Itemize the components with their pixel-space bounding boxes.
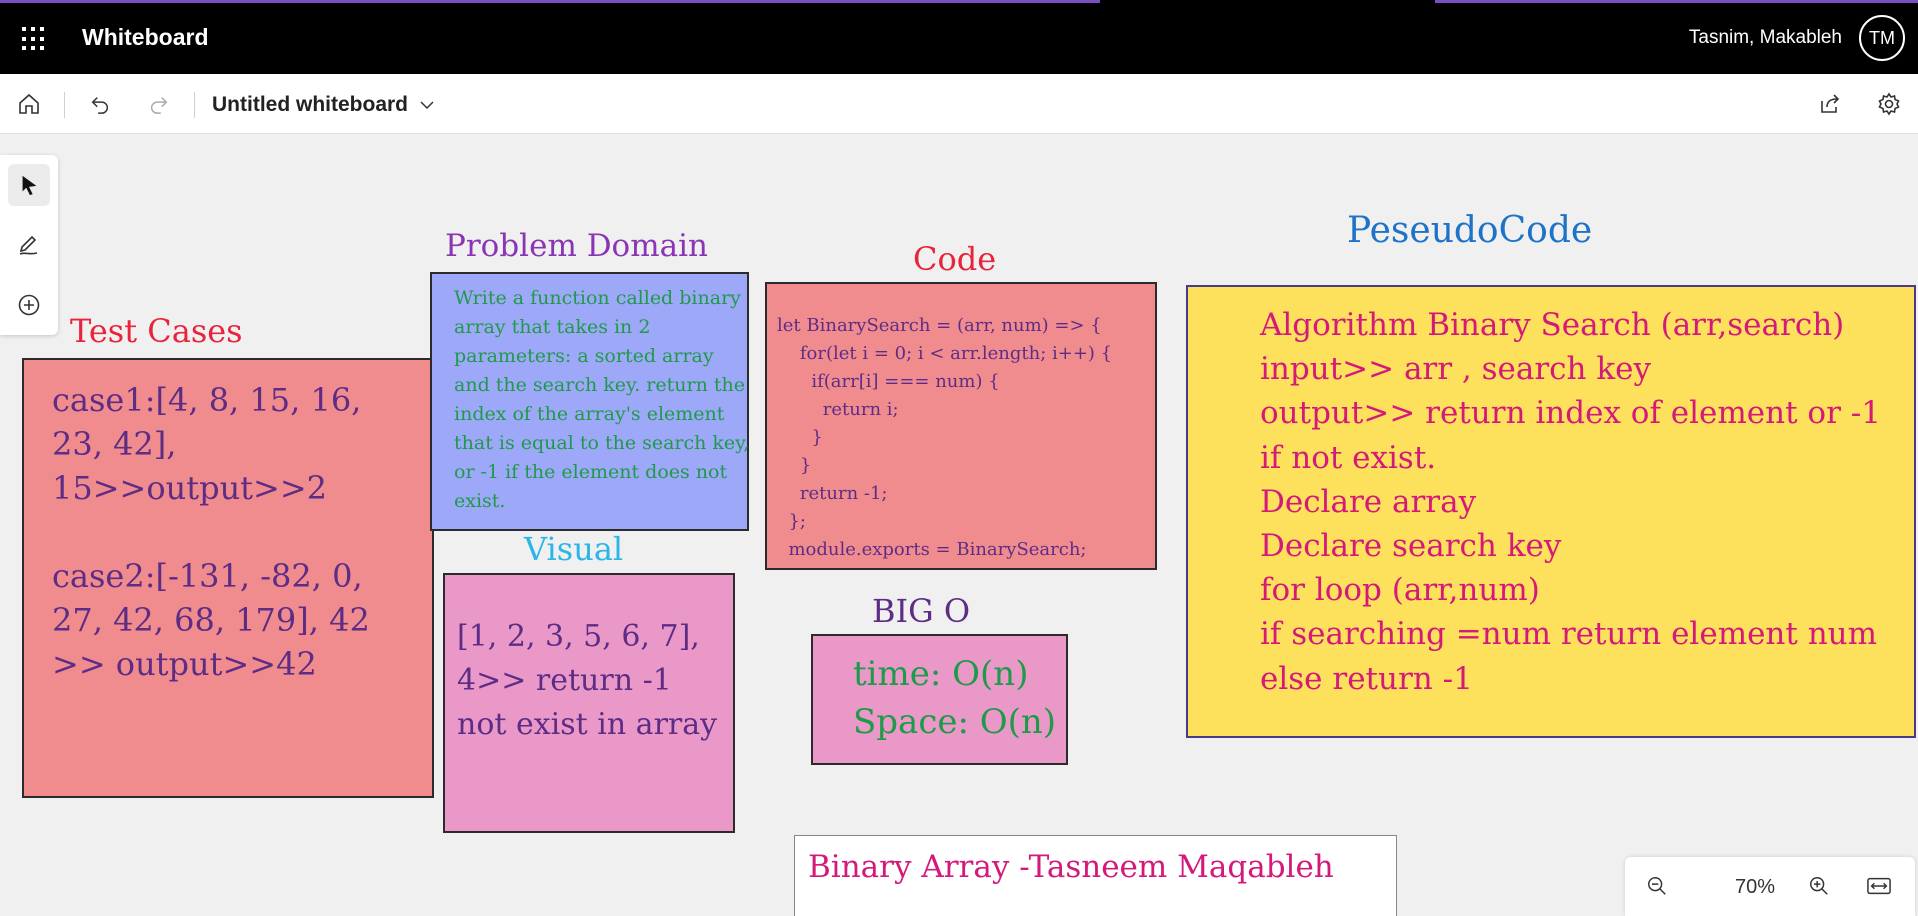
add-icon[interactable] — [8, 284, 50, 326]
pointer-icon[interactable] — [8, 164, 50, 206]
footer-text: Binary Array -Tasneem Maqableh — [808, 849, 1334, 885]
problem-domain-note[interactable]: Write a function called binary array tha… — [430, 272, 749, 531]
test-cases-note[interactable]: case1:[4, 8, 15, 16, 23, 42], 15>>output… — [22, 358, 434, 798]
gear-icon[interactable] — [1873, 88, 1905, 120]
fit-width-icon[interactable] — [1863, 870, 1895, 902]
zoom-level: 70% — [1735, 876, 1776, 898]
big-o-text: time: O(n) Space: O(n) — [853, 654, 1057, 742]
undo-icon[interactable] — [84, 88, 116, 120]
big-o-note[interactable]: time: O(n) Space: O(n) — [811, 634, 1068, 765]
user-name: Tasnim, Makableh — [1688, 27, 1842, 48]
zoom-controls: 70% — [1625, 857, 1915, 916]
visual-heading: Visual — [524, 530, 624, 568]
code-heading: Code — [913, 240, 997, 278]
problem-domain-text: Write a function called binary array tha… — [454, 287, 750, 512]
divider — [64, 92, 65, 118]
share-icon[interactable] — [1814, 88, 1846, 120]
code-text: let BinarySearch = (arr, num) => { for(l… — [777, 315, 1113, 560]
progress-accent-line — [0, 0, 1100, 3]
waffle-icon[interactable] — [22, 27, 46, 51]
divider — [194, 92, 195, 118]
redo-icon[interactable] — [143, 88, 175, 120]
pseudocode-note[interactable]: Algorithm Binary Search (arr,search) inp… — [1186, 285, 1916, 738]
pen-icon[interactable] — [8, 224, 50, 266]
avatar[interactable]: TM — [1859, 15, 1905, 61]
pseudocode-text: Algorithm Binary Search (arr,search) inp… — [1260, 307, 1881, 697]
app-title: Whiteboard — [82, 24, 209, 50]
command-bar: Untitled whiteboard — [0, 74, 1918, 134]
problem-domain-heading: Problem Domain — [445, 228, 708, 264]
visual-text: [1, 2, 3, 5, 6, 7], 4>> return -1 not ex… — [457, 619, 718, 742]
test-cases-text: case1:[4, 8, 15, 16, 23, 42], 15>>output… — [52, 381, 370, 683]
pseudocode-heading: PeseudoCode — [1347, 210, 1593, 251]
progress-accent-line-right — [1435, 0, 1918, 3]
zoom-in-icon[interactable] — [1803, 870, 1835, 902]
zoom-out-icon[interactable] — [1641, 870, 1673, 902]
footer-text-box[interactable]: Binary Array -Tasneem Maqableh — [794, 835, 1397, 916]
test-cases-heading: Test Cases — [70, 312, 243, 350]
home-icon[interactable] — [13, 88, 45, 120]
visual-note[interactable]: [1, 2, 3, 5, 6, 7], 4>> return -1 not ex… — [443, 573, 735, 833]
chevron-down-icon[interactable] — [418, 96, 436, 119]
big-o-heading: BIG O — [872, 592, 971, 630]
code-note[interactable]: let BinarySearch = (arr, num) => { for(l… — [765, 282, 1157, 570]
board-title[interactable]: Untitled whiteboard — [212, 93, 408, 116]
tool-rail — [0, 155, 58, 335]
app-bar: Whiteboard Tasnim, Makableh TM — [0, 0, 1918, 74]
